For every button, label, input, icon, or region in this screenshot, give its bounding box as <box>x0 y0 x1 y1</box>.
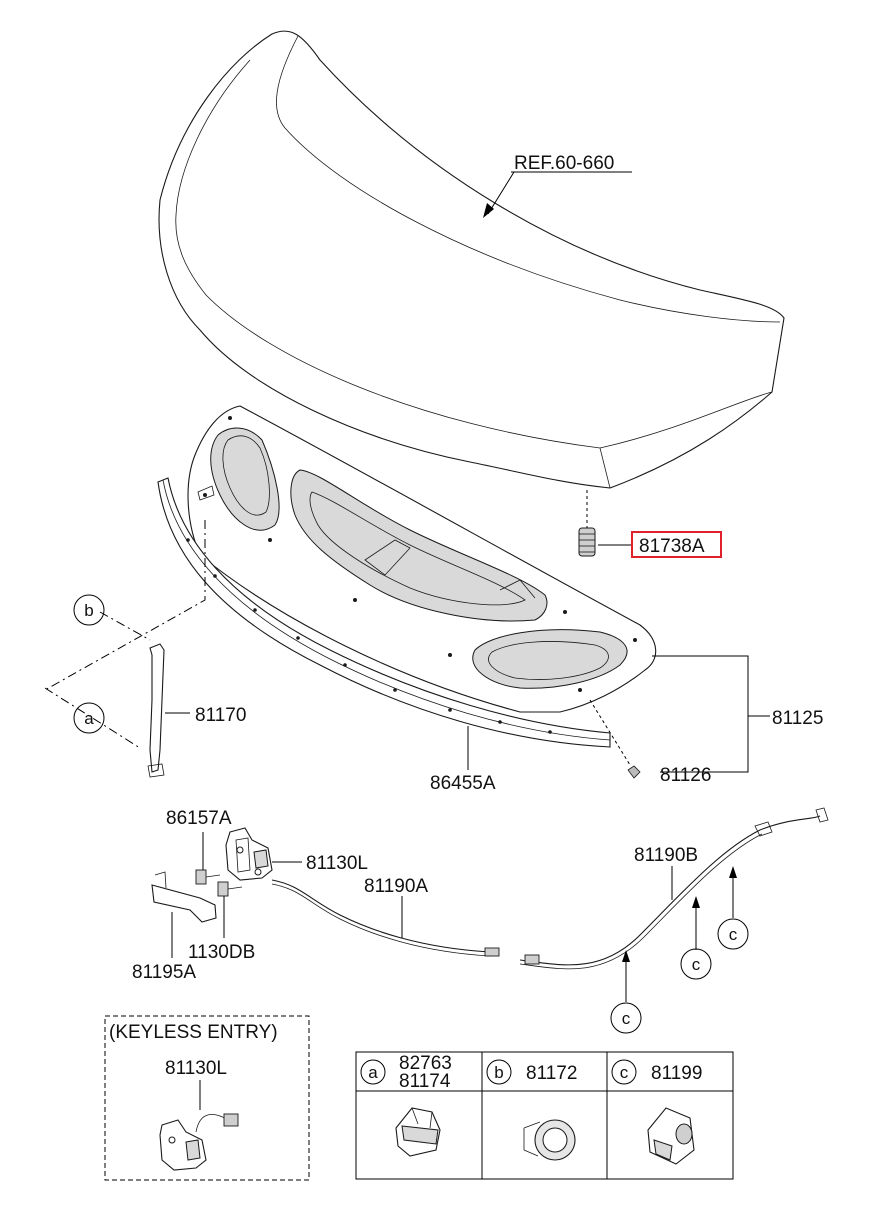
callout-c1-circle <box>610 1002 642 1034</box>
p81125-bracket <box>652 655 749 773</box>
callout-c3-circle <box>717 918 749 950</box>
callout-a-letter: a <box>84 709 94 728</box>
cable-clip-arrows <box>622 866 737 1002</box>
legend-b-part[interactable]: 81172 <box>526 1063 577 1084</box>
callout-c2-letter: c <box>692 955 701 974</box>
legend-b-letter: b <box>494 1063 503 1082</box>
p86455A-label[interactable]: 86455A <box>430 773 496 794</box>
legend-table <box>355 1051 734 1180</box>
clip-81126 <box>627 765 641 779</box>
ref-label: REF.60-660 <box>514 153 614 174</box>
legend-c-circle <box>611 1059 637 1085</box>
p81126-label[interactable]: 81126 <box>660 765 711 786</box>
p81190A-label[interactable]: 81190A <box>364 876 428 897</box>
p86157A-label[interactable]: 86157A <box>166 808 232 829</box>
legend-a-part1[interactable]: 82763 <box>399 1053 452 1074</box>
bolt-1130DB <box>217 881 243 897</box>
p81130L-label[interactable]: 81130L <box>306 853 368 874</box>
bumper-stop <box>578 490 596 557</box>
callout-c2-circle <box>680 948 712 980</box>
ref-arrowhead <box>483 203 494 218</box>
p81195A-label[interactable]: 81195A <box>132 962 196 983</box>
bolt-86157A <box>195 869 221 885</box>
hood-stay-rod <box>147 643 165 778</box>
release-cable-81190B <box>519 807 829 970</box>
callout-b-phantom <box>99 611 151 641</box>
p81126-phantom <box>589 699 631 766</box>
insulator-pad <box>187 405 657 713</box>
legend-b-circle <box>486 1059 512 1085</box>
p81170-label[interactable]: 81170 <box>195 705 246 726</box>
legend-a-part2[interactable]: 81174 <box>399 1071 451 1092</box>
legend-a-letter: a <box>368 1063 378 1082</box>
callout-b-circle <box>73 594 105 626</box>
p1130DB-label[interactable]: 1130DB <box>188 942 255 963</box>
callout-c1-letter: c <box>622 1009 631 1028</box>
hood-latch <box>225 827 273 881</box>
p81738A-label[interactable]: 81738A <box>639 536 705 557</box>
legend-b-grommet-drawing <box>523 1119 576 1161</box>
latch-bracket <box>151 871 217 923</box>
legend-a-circle <box>360 1059 386 1085</box>
legend-c-letter: c <box>620 1063 629 1082</box>
ref-leader <box>487 171 632 215</box>
hood-panel <box>158 30 785 489</box>
keyless-title: (KEYLESS ENTRY) <box>109 1022 278 1043</box>
weatherstrip <box>157 477 611 748</box>
keyless-part-label[interactable]: 81130L <box>165 1058 227 1079</box>
callout-c3-letter: c <box>729 925 738 944</box>
keyless-latch <box>159 1113 239 1171</box>
p81125-label[interactable]: 81125 <box>772 708 823 729</box>
legend-c-clip-drawing <box>647 1107 695 1165</box>
callout-b-letter: b <box>84 601 93 620</box>
legend-c-part[interactable]: 81199 <box>651 1063 702 1084</box>
legend-a-clip-drawing <box>395 1107 441 1157</box>
release-cable-81190A <box>271 879 500 957</box>
p81190B-label[interactable]: 81190B <box>634 845 698 866</box>
callout-a-circle <box>73 702 105 734</box>
hood-edge-phantom-line <box>44 520 206 691</box>
p81738A-highlight-box[interactable] <box>631 531 722 558</box>
